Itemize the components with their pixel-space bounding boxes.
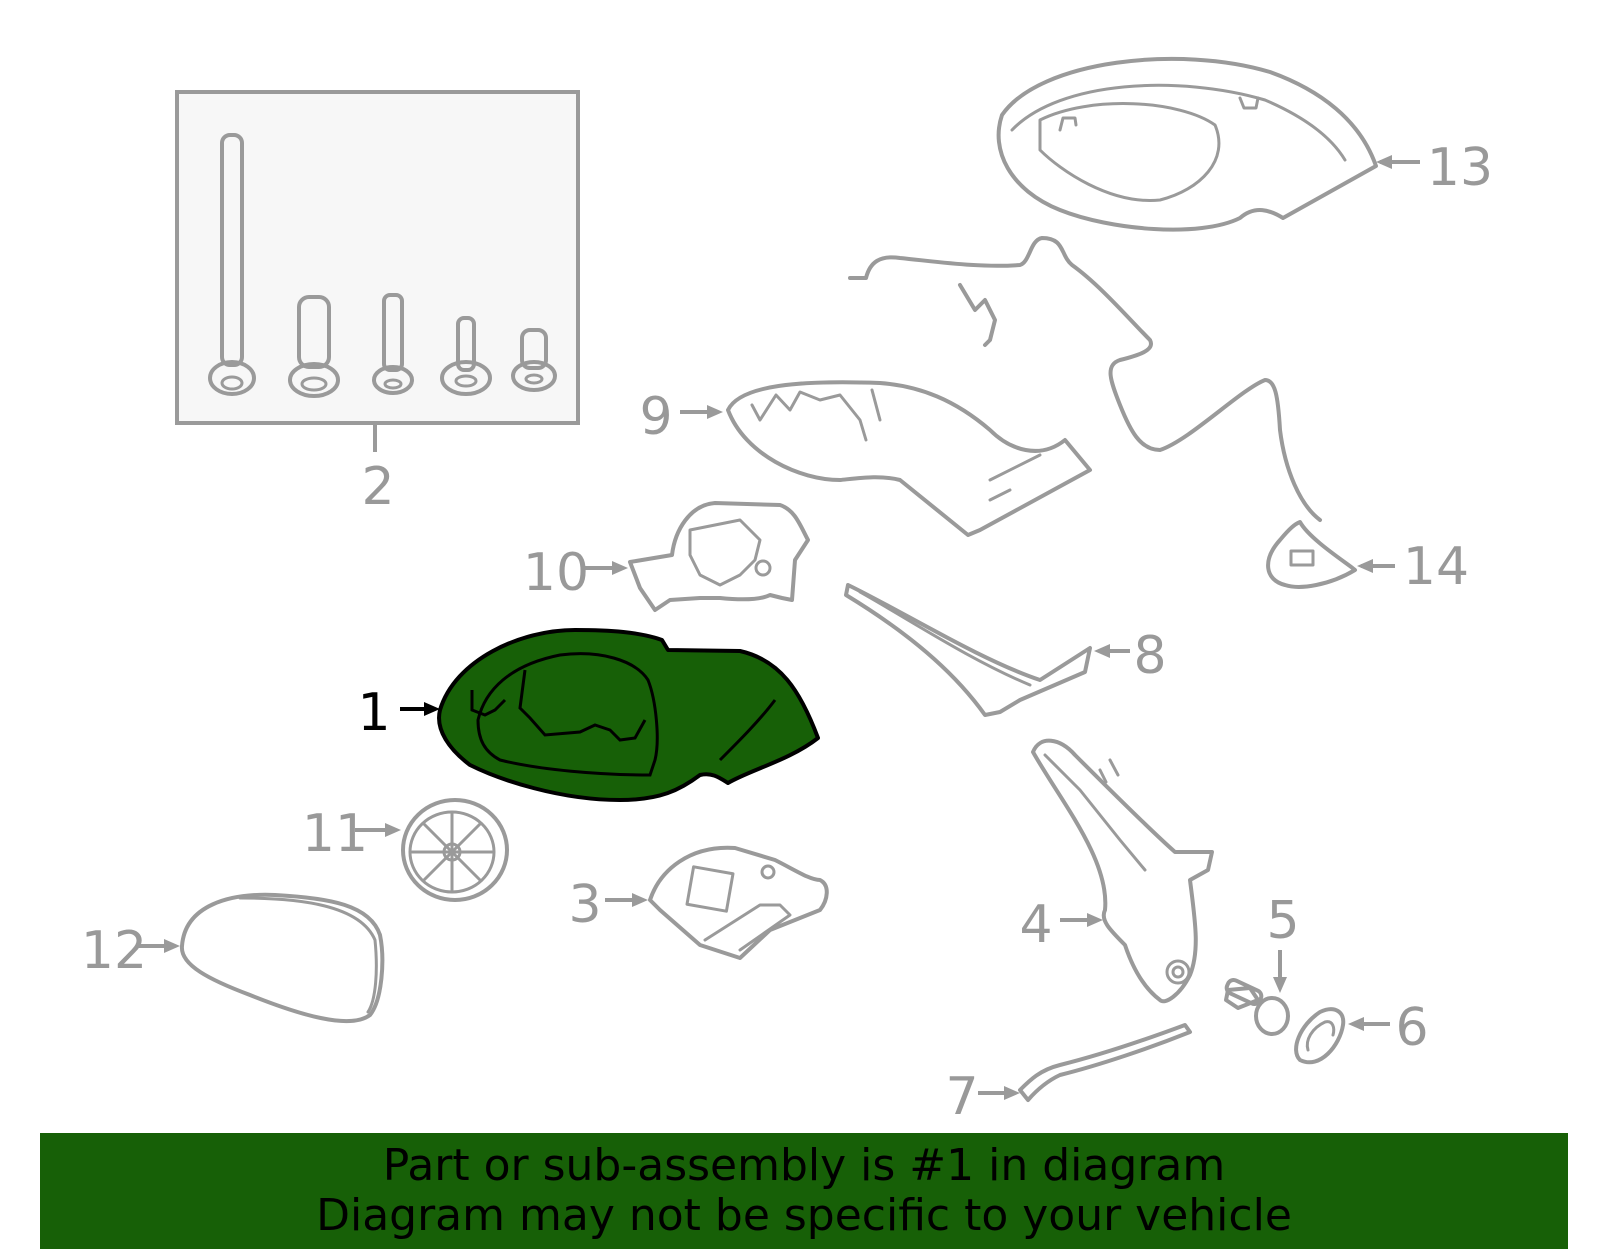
banner-line-1: Part or sub-assembly is #1 in diagram <box>382 1140 1226 1191</box>
callout-14: 14 <box>1403 537 1469 597</box>
callout-2: 2 <box>361 457 394 517</box>
part-7-seal-strip[interactable] <box>1018 1023 1192 1102</box>
info-banner: Part or sub-assembly is #1 in diagram Di… <box>40 1133 1568 1249</box>
callout-5: 5 <box>1266 891 1299 951</box>
part-3-switch[interactable] <box>648 845 829 960</box>
part-10-bracket[interactable] <box>628 501 810 612</box>
parts-diagram: 2 13 14 9 10 8 <box>81 56 1493 1127</box>
part-6-grommet[interactable] <box>1294 1007 1346 1065</box>
part-9-housing-frame[interactable] <box>726 380 1092 537</box>
callout-7: 7 <box>945 1067 978 1127</box>
callout-10: 10 <box>523 543 589 603</box>
part-5-bolt[interactable] <box>1224 978 1290 1036</box>
part-4-mounting-arm[interactable] <box>1031 738 1214 1004</box>
callout-1: 1 <box>357 683 390 743</box>
callout-8: 8 <box>1133 626 1166 686</box>
part-8-trim-strip[interactable] <box>844 583 1092 717</box>
part-13-mirror-cover[interactable] <box>996 56 1378 232</box>
callout-9: 9 <box>639 387 672 447</box>
callout-13: 13 <box>1427 138 1493 198</box>
callout-3: 3 <box>568 875 601 935</box>
callout-6: 6 <box>1395 998 1428 1058</box>
callout-12: 12 <box>81 921 147 981</box>
banner-line-2: Diagram may not be specific to your vehi… <box>316 1190 1292 1241</box>
part-1-mirror-housing[interactable] <box>437 628 820 802</box>
part-11-motor[interactable] <box>401 798 509 902</box>
part-12-mirror-glass[interactable] <box>179 892 385 1024</box>
part-2-hardware-kit[interactable] <box>175 90 580 452</box>
callout-11: 11 <box>302 804 368 864</box>
callout-4: 4 <box>1019 895 1052 955</box>
part-14-wire-harness[interactable] <box>848 236 1357 589</box>
